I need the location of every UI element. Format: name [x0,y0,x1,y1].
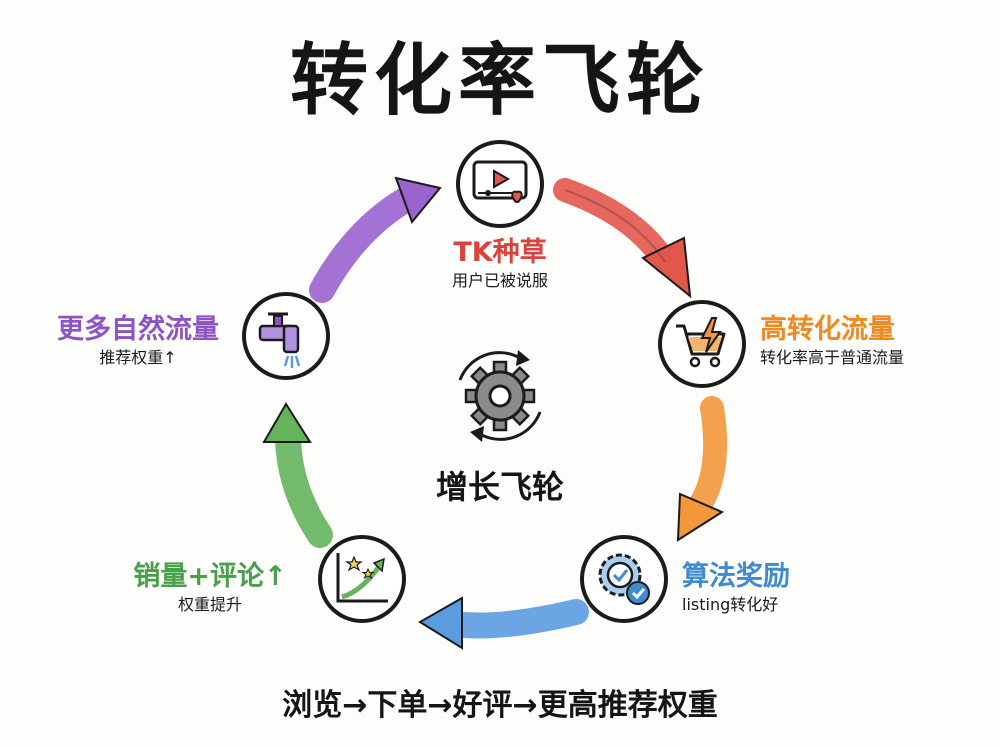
organic-label: 更多自然流量 推荐权重↑ [40,313,236,369]
tk-title: TK种草 [453,237,547,268]
organic-node [242,292,330,380]
algo-title: 算法奖励 [682,561,790,592]
sales-label: 销量+评论↑ 权重提升 [115,560,305,616]
sales-title: 销量+评论↑ [133,561,287,592]
arrow-sales-to-organic [262,402,333,548]
gear-cycle-icon [458,350,542,442]
footer-process: 浏览→下单→好评→更高推荐权重 [282,688,718,723]
video-heart-icon [472,160,528,203]
arrow-tk-to-traffic [553,178,692,299]
traffic-title: 高转化流量 [760,314,895,345]
cart-lightning-icon [676,317,726,368]
gear-check-icon [598,553,650,605]
arrow-algo-to-sales [418,596,589,650]
page-title: 转化率飞轮 [289,36,710,126]
organic-title: 更多自然流量 [57,314,219,345]
algo-node [580,535,668,623]
arrow-organic-to-tk [309,176,442,303]
tk-node [456,140,544,228]
tk-label: TK种草 用户已被说服 [430,236,570,292]
algo-label: 算法奖励 listing转化好 [682,560,790,616]
arrow-traffic-to-algo [676,396,728,542]
organic-subtitle: 推荐权重↑ [99,348,177,367]
traffic-node [658,300,746,388]
sales-subtitle: 权重提升 [177,595,242,614]
traffic-label: 高转化流量 转化率高于普通流量 [760,313,904,369]
sales-node [318,535,406,623]
growth-chart-stars-icon [336,553,388,603]
center-label: 增长飞轮 [435,468,564,506]
water-faucet-icon [258,312,301,368]
algo-subtitle: listing转化好 [682,595,779,614]
tk-subtitle: 用户已被说服 [451,271,548,290]
traffic-subtitle: 转化率高于普通流量 [760,348,905,367]
